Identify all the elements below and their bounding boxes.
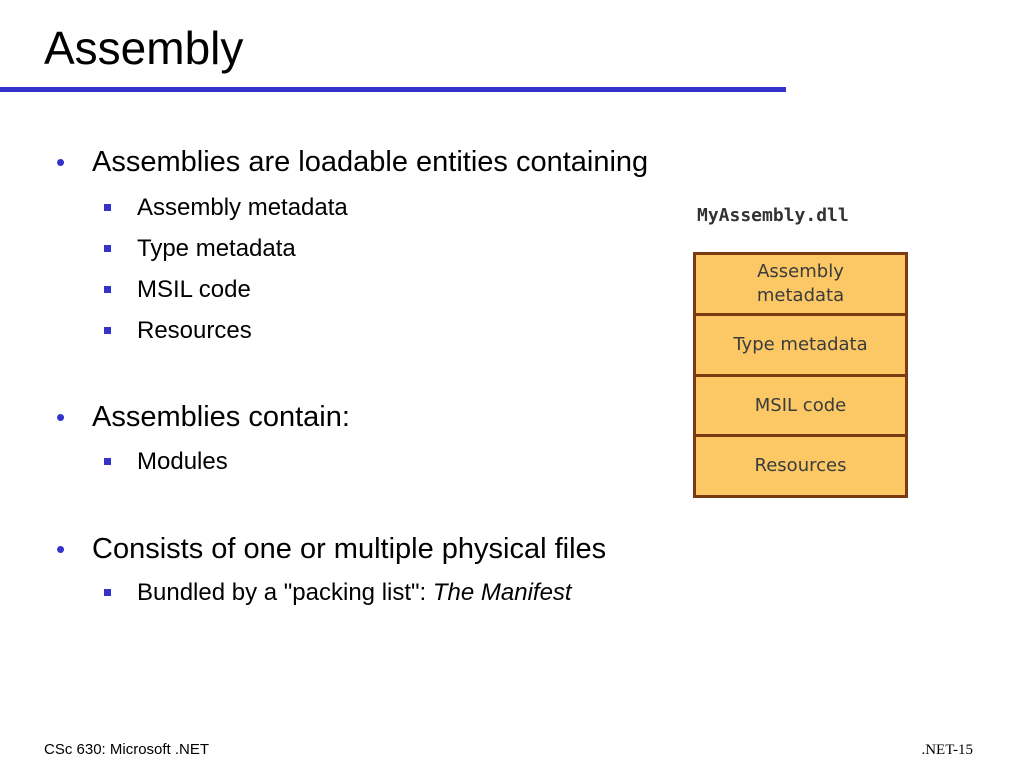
square-bullet-icon xyxy=(104,327,111,334)
bullet-dot-icon: • xyxy=(56,147,66,177)
square-bullet-icon xyxy=(104,204,111,211)
diagram-cell-type-metadata: Type metadata xyxy=(696,316,905,377)
diagram-cell-resources: Resources xyxy=(754,455,847,476)
bullet-text: Assemblies are loadable entities contain… xyxy=(92,146,649,178)
sub-bullet-text: MSIL code xyxy=(137,276,251,303)
footer-course: CSc 630: Microsoft .NET xyxy=(44,741,210,758)
sub-bullet-text: Type metadata xyxy=(137,235,296,262)
bullet-dot-icon: • xyxy=(56,402,66,432)
title-underline xyxy=(0,87,786,92)
sub-bullet-plain: Bundled by a "packing list": xyxy=(137,579,433,606)
bullet-text: Assemblies contain: xyxy=(92,401,350,433)
square-bullet-icon xyxy=(104,245,111,252)
diagram-cell-msil-code: MSIL code xyxy=(696,377,905,437)
diagram-cell-assembly-metadata: Assembly metadata xyxy=(696,255,905,316)
bullet-text: Consists of one or multiple physical fil… xyxy=(92,533,607,565)
footer-slide-number: .NET-15 xyxy=(921,742,973,758)
square-bullet-icon xyxy=(104,589,111,596)
manifest-emphasis: The Manifest xyxy=(432,579,572,606)
square-bullet-icon xyxy=(104,458,111,465)
bullet-dot-icon: • xyxy=(56,534,66,564)
square-bullet-icon xyxy=(104,286,111,293)
sub-bullet-text: Bundled by a "packing list": The Manifes… xyxy=(137,578,572,608)
slide-title: Assembly xyxy=(44,22,244,74)
sub-bullet-text: Resources xyxy=(137,317,252,344)
sub-bullet-text: Assembly metadata xyxy=(137,194,348,221)
diagram-title: MyAssembly.dll xyxy=(697,205,849,226)
sub-bullet-text: Modules xyxy=(137,448,228,475)
assembly-diagram: Assembly metadata Type metadata MSIL cod… xyxy=(693,252,908,498)
